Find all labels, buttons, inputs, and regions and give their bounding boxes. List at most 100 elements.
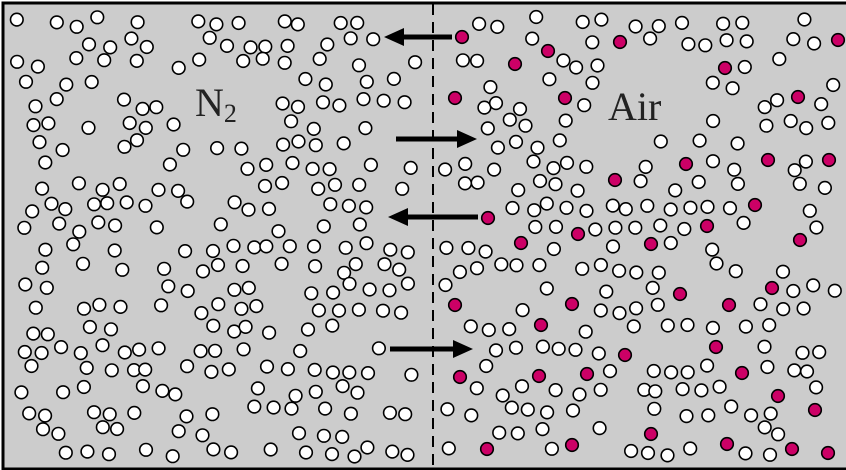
nitrogen-molecule	[492, 141, 505, 154]
nitrogen-label: N2	[192, 83, 240, 127]
other-molecule	[645, 238, 658, 251]
nitrogen-molecule	[45, 197, 58, 210]
nitrogen-molecule	[318, 220, 331, 233]
nitrogen-molecule	[53, 217, 66, 230]
nitrogen-molecule	[181, 285, 194, 298]
nitrogen-molecule	[576, 16, 589, 29]
nitrogen-molecule	[548, 243, 561, 256]
nitrogen-molecule	[641, 200, 654, 213]
other-molecule	[566, 439, 579, 452]
nitrogen-molecule	[344, 32, 357, 45]
nitrogen-molecule	[662, 319, 675, 332]
nitrogen-molecule	[78, 381, 91, 394]
nitrogen-molecule	[118, 93, 131, 106]
nitrogen-molecule	[166, 450, 179, 463]
other-molecule	[832, 34, 845, 47]
nitrogen-molecule	[512, 184, 525, 197]
nitrogen-molecule	[103, 448, 116, 461]
other-molecule	[449, 92, 462, 105]
nitrogen-molecule	[530, 11, 543, 24]
other-molecule	[559, 92, 572, 105]
nitrogen-molecule	[276, 97, 289, 110]
nitrogen-molecule	[771, 94, 784, 107]
nitrogen-molecule	[116, 264, 129, 277]
nitrogen-molecule	[156, 385, 169, 398]
nitrogen-molecule	[84, 321, 97, 334]
nitrogen-molecule	[745, 409, 758, 422]
nitrogen-molecule	[471, 262, 484, 275]
nitrogen-molecule	[367, 33, 380, 46]
other-molecule	[822, 447, 835, 460]
nitrogen-molecule	[92, 216, 105, 229]
nitrogen-molecule	[516, 304, 529, 317]
nitrogen-molecule	[299, 73, 312, 86]
nitrogen-molecule	[259, 180, 272, 193]
nitrogen-molecule	[736, 17, 749, 30]
nitrogen-molecule	[807, 279, 820, 292]
nitrogen-molecule	[465, 320, 478, 333]
nitrogen-molecule	[543, 73, 556, 86]
nitrogen-molecule	[764, 449, 777, 462]
other-molecule	[449, 299, 462, 312]
nitrogen-molecule	[495, 258, 508, 271]
nitrogen-molecule	[692, 176, 705, 189]
nitrogen-molecule	[81, 445, 94, 458]
nitrogen-molecule	[169, 388, 182, 401]
nitrogen-molecule	[701, 201, 714, 214]
nitrogen-molecule	[343, 366, 356, 379]
nitrogen-molecule	[305, 287, 318, 300]
nitrogen-molecule	[26, 205, 39, 218]
nitrogen-molecule	[196, 429, 209, 442]
nitrogen-molecule	[680, 410, 693, 423]
nitrogen-molecule	[693, 134, 706, 147]
nitrogen-molecule	[510, 341, 523, 354]
nitrogen-molecule	[248, 241, 261, 254]
nitrogen-molecule	[405, 369, 418, 382]
other-molecule	[566, 298, 579, 311]
nitrogen-molecule	[207, 245, 220, 258]
nitrogen-molecule	[320, 78, 333, 91]
nitrogen-molecule	[277, 138, 290, 151]
nitrogen-molecule	[106, 364, 119, 377]
nitrogen-molecule	[593, 347, 606, 360]
nitrogen-molecule	[402, 246, 415, 259]
nitrogen-molecule	[682, 38, 695, 51]
nitrogen-molecule	[580, 205, 593, 218]
nitrogen-molecule	[707, 322, 720, 335]
nitrogen-molecule	[77, 258, 90, 271]
nitrogen-molecule	[125, 32, 138, 45]
nitrogen-molecule	[529, 221, 542, 234]
nitrogen-molecule	[648, 403, 661, 416]
nitrogen-molecule	[109, 219, 122, 232]
nitrogen-molecule	[256, 52, 269, 65]
other-molecule	[719, 62, 732, 75]
nitrogen-molecule	[652, 299, 665, 312]
nitrogen-molecule	[206, 408, 219, 421]
nitrogen-molecule	[357, 93, 370, 106]
nitrogen-molecule	[441, 403, 454, 416]
nitrogen-molecule	[471, 382, 484, 395]
other-molecule	[609, 174, 622, 187]
nitrogen-molecule	[815, 98, 828, 111]
nitrogen-molecule	[232, 17, 245, 30]
nitrogen-molecule	[10, 13, 23, 26]
nitrogen-molecule	[227, 240, 240, 253]
nitrogen-molecule	[351, 17, 364, 30]
nitrogen-molecule	[396, 183, 409, 196]
nitrogen-molecule	[360, 237, 373, 250]
nitrogen-molecule	[113, 178, 126, 191]
nitrogen-molecule	[465, 409, 478, 422]
nitrogen-molecule	[302, 323, 315, 336]
nitrogen-molecule	[313, 304, 326, 317]
nitrogen-molecule	[630, 302, 643, 315]
nitrogen-molecule	[684, 201, 697, 214]
nitrogen-molecule	[730, 265, 743, 278]
nitrogen-molecule	[281, 40, 294, 53]
nitrogen-molecule	[409, 56, 422, 69]
nitrogen-molecule	[613, 307, 626, 320]
nitrogen-molecule	[800, 155, 813, 168]
nitrogen-molecule	[225, 446, 238, 459]
nitrogen-molecule	[788, 364, 801, 377]
nitrogen-molecule	[646, 282, 659, 295]
nitrogen-molecule	[594, 384, 607, 397]
